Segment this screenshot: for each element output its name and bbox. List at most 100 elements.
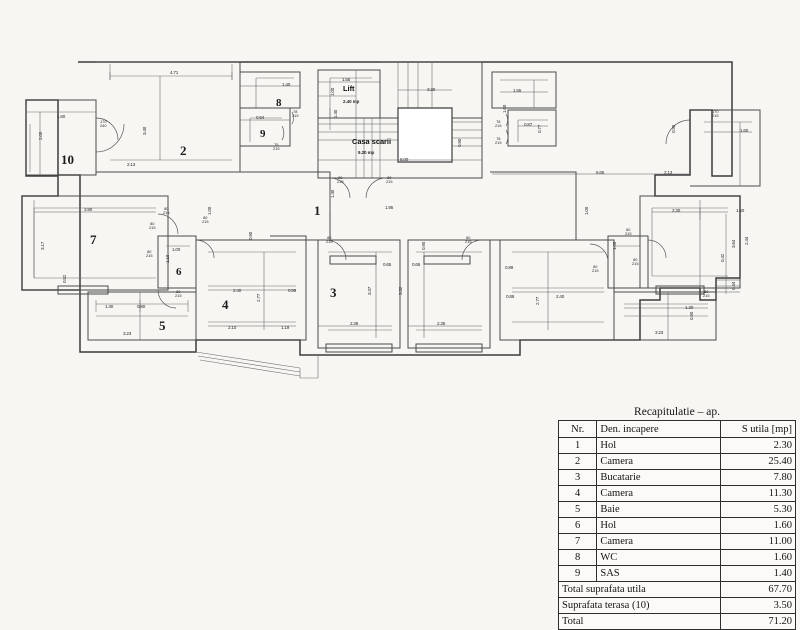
- dimension-h: 0.65: [383, 262, 392, 267]
- summary-row: Suprafata terasa (10)3.50: [557, 597, 796, 614]
- door-height: 215: [386, 179, 393, 185]
- door-width: 170: [712, 109, 719, 114]
- door-width: 80: [593, 264, 598, 269]
- dimension-h: 5.00: [400, 157, 409, 162]
- table-header-row: Nr. Den. incapere S utila [mp]: [557, 420, 796, 438]
- summary-label: Total suprafata utila: [557, 581, 722, 598]
- room-number-10: 10: [61, 152, 74, 167]
- room-number-9: 9: [260, 128, 266, 140]
- dimension-h: 2.13: [127, 162, 136, 167]
- column-header-nr: Nr.: [557, 420, 598, 438]
- column-header-name: Den. incapere: [596, 420, 722, 438]
- door-width: 80: [176, 289, 181, 294]
- dimension-h: 1.50: [736, 208, 745, 213]
- dimension-h: 3.23: [655, 330, 664, 335]
- dimension-h: 0.89: [505, 265, 514, 270]
- door-width: 78: [496, 136, 501, 141]
- dimension-v: 0.90: [421, 241, 426, 250]
- door-height: 215: [495, 140, 502, 146]
- plan-label-lift: Lift: [343, 84, 355, 93]
- dimension-v: 3.32: [398, 286, 403, 295]
- dimension-v: 1.40: [333, 109, 338, 118]
- cell-area: 7.80: [720, 469, 796, 486]
- door-height: 215: [273, 146, 280, 152]
- dimension-h: 0.65: [412, 262, 421, 267]
- dimension-v: 2.77: [535, 296, 540, 305]
- dimension-v: 1.00: [330, 87, 335, 96]
- door-height: 240: [100, 123, 107, 129]
- door-height: 215: [465, 239, 472, 245]
- door-width: 78: [496, 119, 501, 124]
- room-number-2: 2: [180, 143, 187, 158]
- door-width: 80: [387, 175, 392, 180]
- recapitulation-table: Recapitulatie – ap. Nr. Den. incapere S …: [557, 406, 796, 630]
- cell-nr: 6: [557, 517, 598, 534]
- cell-area: 11.00: [720, 533, 796, 550]
- door-height: 215: [149, 225, 156, 231]
- dimension-v: 2.77: [256, 293, 261, 302]
- door-height: 215: [337, 179, 344, 185]
- door-height: 215: [632, 261, 639, 267]
- dimension-v: 1.00: [207, 206, 212, 215]
- room-number-5: 5: [159, 318, 166, 333]
- dimension-h: 0.94: [256, 115, 265, 120]
- dimension-v: 0.90: [248, 231, 253, 240]
- dimension-h: 2.40: [233, 288, 242, 293]
- dimension-h: 1.60: [740, 128, 749, 133]
- cell-area: 25.40: [720, 453, 796, 470]
- dimension-v: 0.90: [457, 138, 462, 147]
- door-width: 170: [100, 119, 107, 124]
- door-height: 215: [163, 210, 170, 216]
- door-width: 80: [704, 289, 709, 294]
- dimension-h: 3.90: [84, 207, 93, 212]
- summary-label: Total: [557, 613, 722, 630]
- summary-area: 3.50: [720, 597, 796, 614]
- dimension-h: 6.65: [596, 170, 605, 175]
- column-header-area: S utila [mp]: [720, 420, 796, 438]
- dimension-v: 3.40: [142, 126, 147, 135]
- cell-room-name: Hol: [596, 437, 722, 454]
- door-height: 215: [292, 113, 299, 119]
- room-number-7: 7: [90, 232, 97, 247]
- dimension-v: 1.00: [584, 206, 589, 215]
- cell-nr: 8: [557, 549, 598, 566]
- dimension-h: 2.30: [672, 208, 681, 213]
- cell-nr: 1: [557, 437, 598, 454]
- recap-caption: Recapitulatie – ap.: [634, 406, 720, 418]
- dimension-v: 0.82: [62, 274, 67, 283]
- dimension-h: 4.71: [170, 70, 179, 75]
- cell-area: 2.30: [720, 437, 796, 454]
- dimension-h: 1.40: [282, 82, 291, 87]
- dimension-h: 1.19: [281, 325, 290, 330]
- dimension-h: 3.30: [427, 87, 436, 92]
- dimension-v: 0.90: [689, 311, 694, 320]
- dimension-h: 2.40: [556, 294, 565, 299]
- door-height: 215: [712, 113, 719, 119]
- summary-area: 67.70: [720, 581, 796, 598]
- door-height: 215: [146, 253, 153, 259]
- cell-room-name: Camera: [596, 485, 722, 502]
